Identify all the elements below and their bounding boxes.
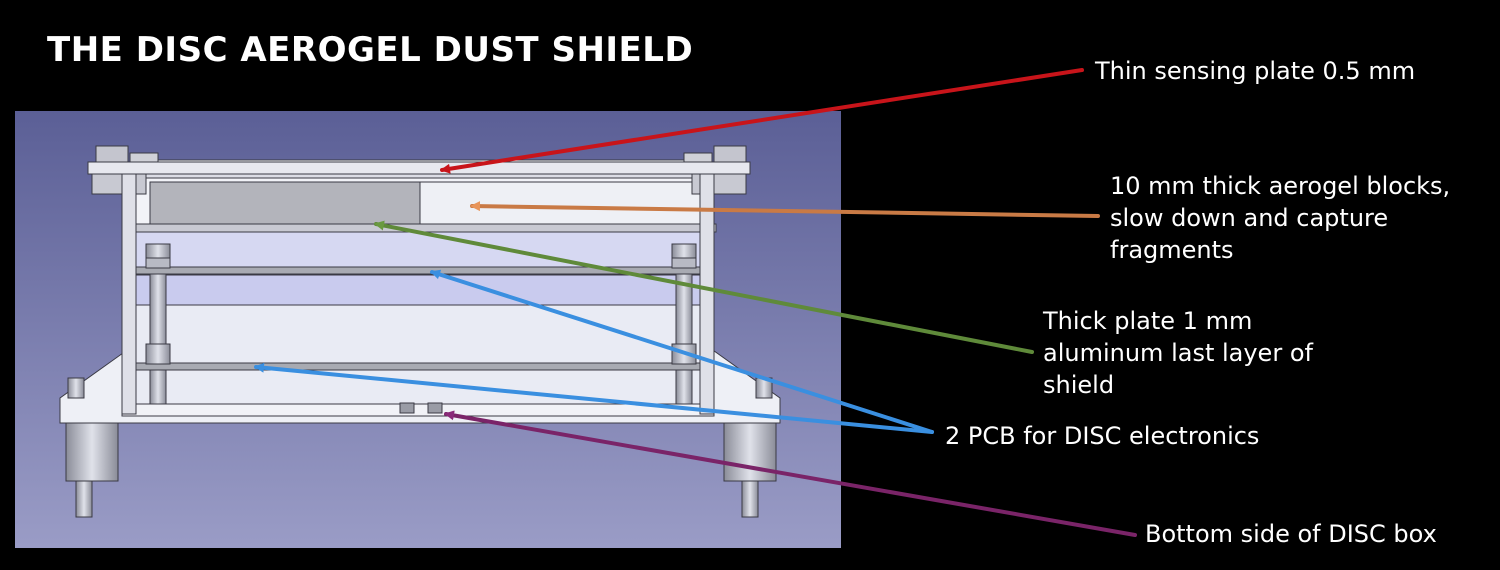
label-line: slow down and capture bbox=[1110, 204, 1389, 232]
label-line: Bottom side of DISC box bbox=[1145, 520, 1437, 548]
callout-arrows bbox=[254, 68, 1137, 537]
arrow-bottom bbox=[444, 410, 1137, 537]
label-thick-plate: Thick plate 1 mm aluminum last layer of … bbox=[1043, 305, 1313, 401]
label-line: Thick plate 1 mm bbox=[1043, 307, 1253, 335]
label-bottom-side: Bottom side of DISC box bbox=[1145, 518, 1437, 550]
arrow-pcb-2 bbox=[254, 362, 934, 434]
label-line: Thin sensing plate 0.5 mm bbox=[1095, 57, 1416, 85]
label-line: shield bbox=[1043, 371, 1115, 399]
label-thin-sensing-plate: Thin sensing plate 0.5 mm bbox=[1095, 55, 1415, 87]
arrow-thick-plate bbox=[374, 220, 1034, 354]
label-line: 10 mm thick aerogel blocks, bbox=[1110, 172, 1451, 200]
arrow-pcb-1 bbox=[430, 269, 934, 434]
label-aerogel-blocks: 10 mm thick aerogel blocks, slow down an… bbox=[1110, 170, 1450, 266]
label-pcb: 2 PCB for DISC electronics bbox=[945, 420, 1259, 452]
label-line: 2 PCB for DISC electronics bbox=[945, 422, 1260, 450]
disc-box-model bbox=[59, 145, 781, 518]
arrow-aerogel bbox=[470, 201, 1100, 218]
label-line: aluminum last layer of bbox=[1043, 339, 1313, 367]
label-line: fragments bbox=[1110, 236, 1234, 264]
arrow-thin-plate bbox=[440, 68, 1084, 174]
page-title: THE DISC AEROGEL DUST SHIELD bbox=[47, 30, 694, 70]
